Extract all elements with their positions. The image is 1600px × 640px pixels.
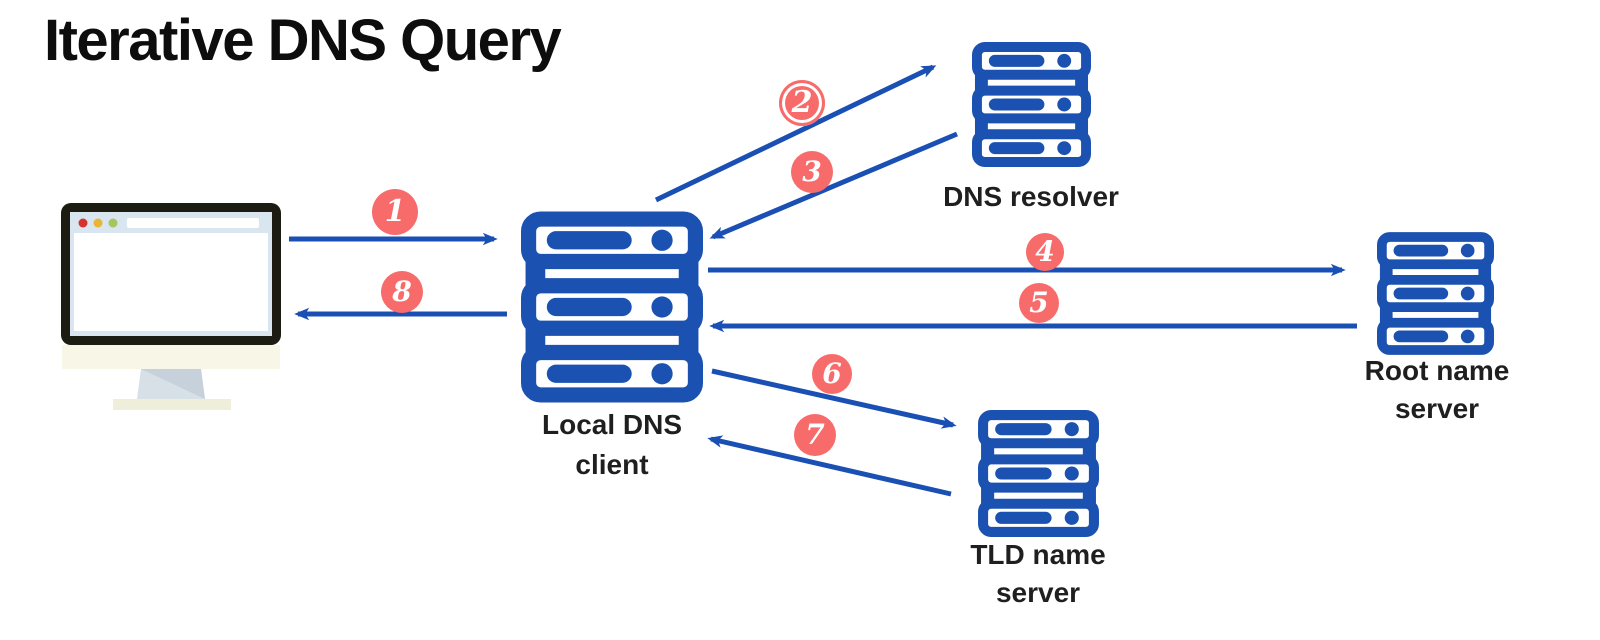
arrow-step-3	[709, 131, 958, 240]
dns-resolver-label: DNS resolver	[943, 181, 1119, 212]
desktop-computer-icon	[61, 203, 281, 410]
arrow-step-2	[654, 64, 937, 203]
tld-name-server-label: TLD name server	[970, 539, 1106, 609]
arrow-step-7	[707, 435, 952, 497]
address-bar	[127, 218, 259, 228]
step-badge-3: 3	[791, 151, 833, 193]
step-badge-1: 1	[372, 189, 418, 235]
root-name-server-label: Root name server	[1364, 355, 1510, 425]
screen	[74, 233, 268, 331]
window-dot-yellow	[93, 218, 103, 228]
arrow-step-6	[711, 368, 957, 429]
step-badge-7: 7	[794, 414, 836, 456]
page-title: Iterative DNS Query	[44, 8, 562, 73]
step-badge-4: 4	[1026, 233, 1064, 271]
step-badge-2: 2	[779, 80, 825, 126]
window-dot-green	[108, 218, 118, 228]
step-badge-8: 8	[381, 271, 423, 313]
local-dns-client-label: Local DNS client	[541, 409, 683, 481]
step-badge-5: 5	[1019, 283, 1059, 323]
monitor-chin	[62, 345, 280, 369]
step-badge-6: 6	[812, 354, 852, 394]
monitor-base	[113, 399, 231, 410]
window-dot-red	[78, 218, 88, 228]
